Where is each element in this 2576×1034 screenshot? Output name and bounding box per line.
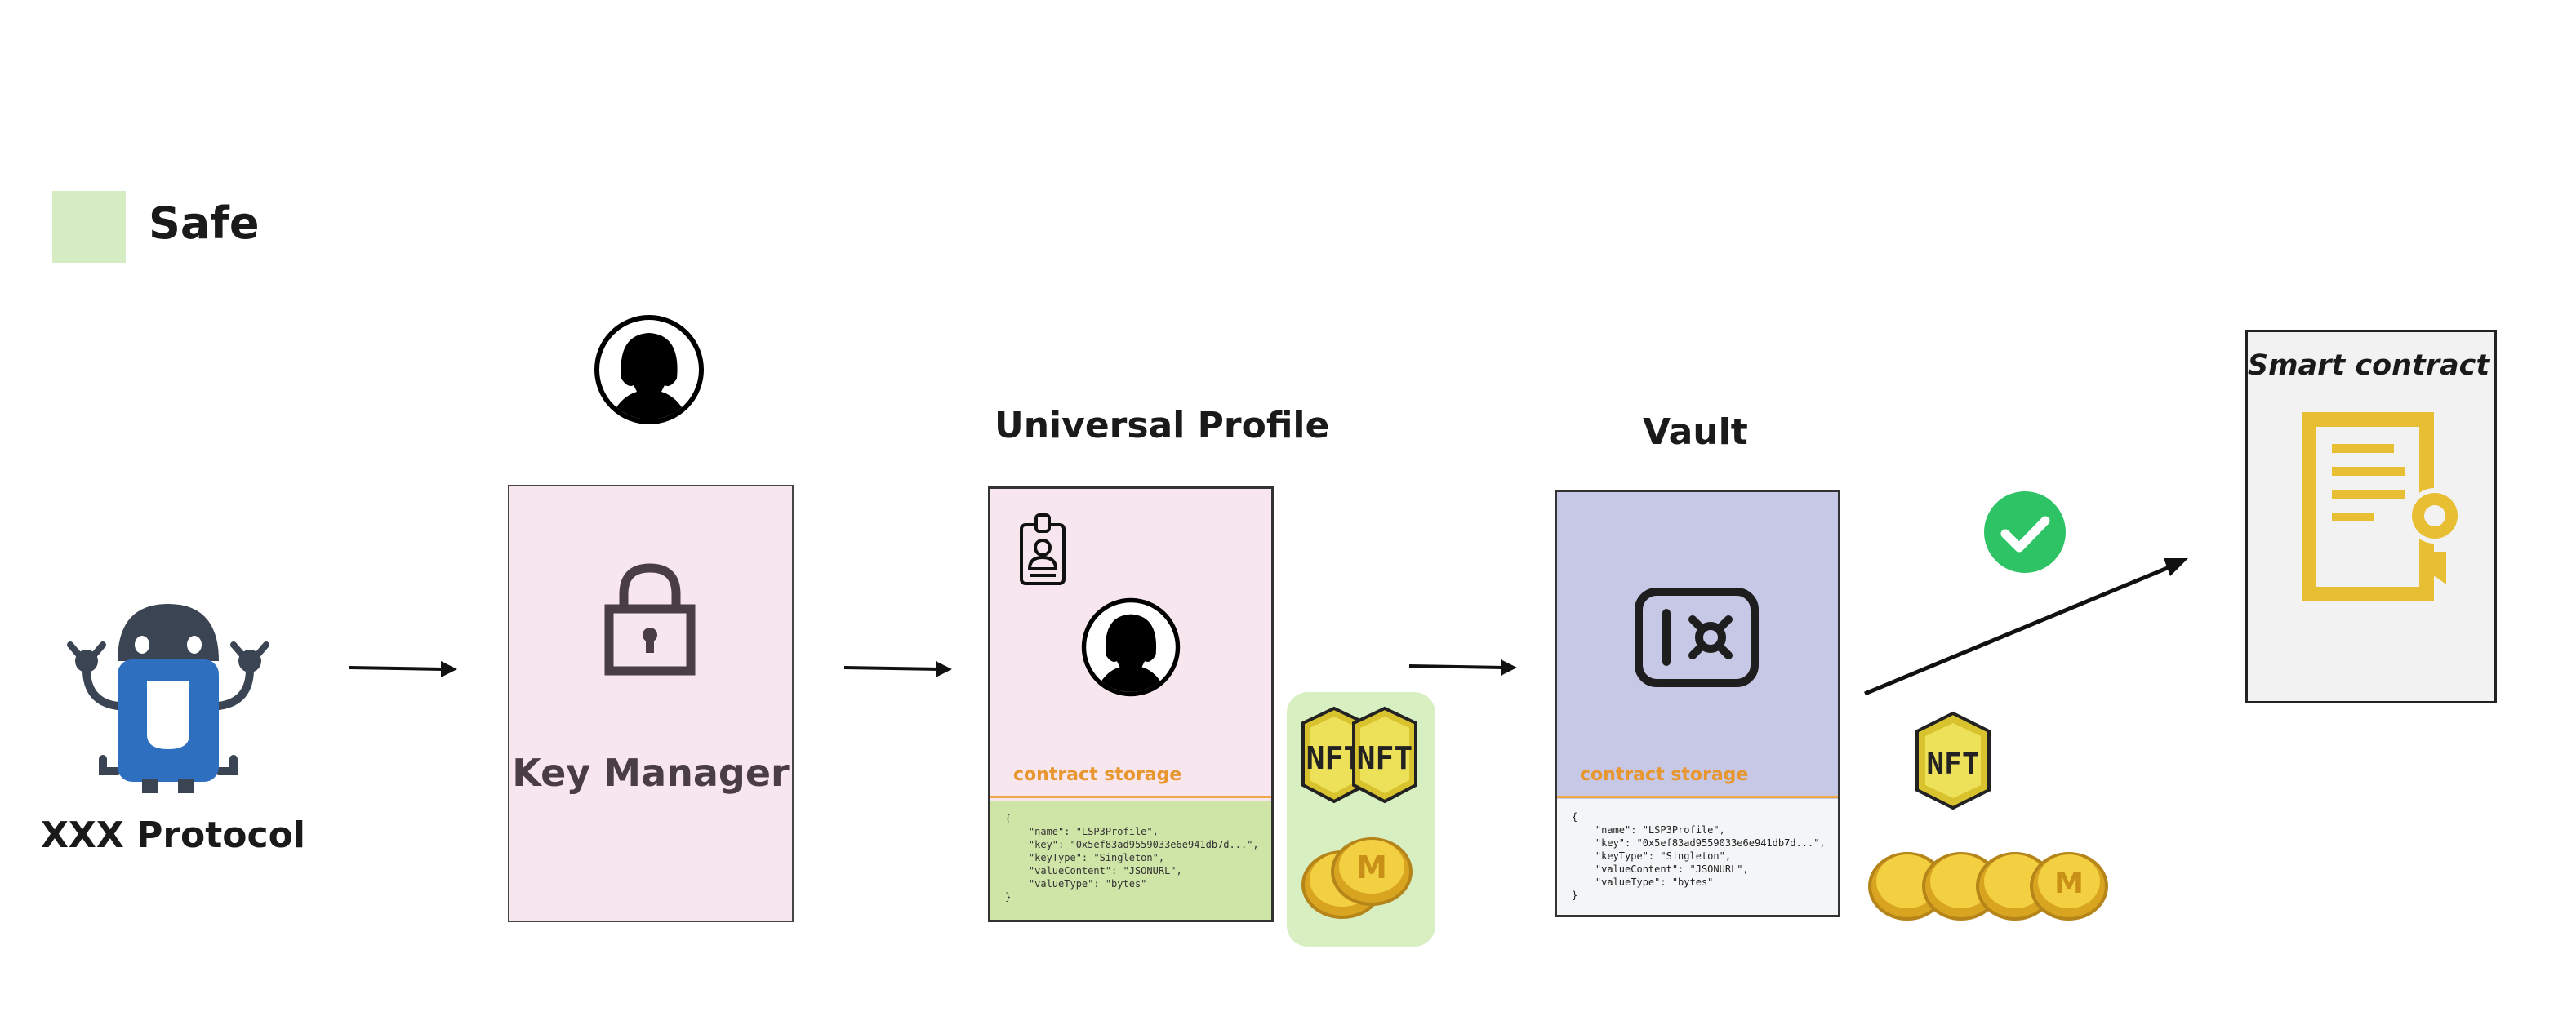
coin-icon: M: [1301, 837, 1413, 919]
storage-divider: [1557, 796, 1838, 798]
nft-token-icon: NFT NFT: [1301, 706, 1417, 804]
storage-divider: [990, 796, 1271, 798]
legend-swatch-safe: [52, 191, 126, 263]
id-badge-icon: [1020, 513, 1066, 585]
svg-text:NFT: NFT: [1357, 740, 1413, 776]
nft-token-icon: NFT: [1915, 711, 1991, 810]
padlock-icon: [604, 563, 696, 676]
arrow-profile-to-vault: [1408, 659, 1517, 676]
check-circle-icon: [1984, 491, 2066, 573]
robot-icon: [67, 604, 269, 793]
universal-profile-box: contract storage { "name": "LSP3Profile"…: [988, 486, 1274, 922]
user-icon: [594, 315, 704, 424]
coin-icon: M: [1868, 852, 2108, 921]
robot-label: XXX Protocol: [41, 814, 305, 856]
universal-profile-title: Universal Profile: [994, 405, 1330, 446]
legend-label: Safe: [149, 197, 260, 249]
arrow-keymanager-to-profile: [843, 661, 952, 677]
key-manager-label: Key Manager: [512, 751, 790, 795]
arrow-vault-to-contract: [1864, 558, 2188, 696]
user-icon: [1081, 597, 1181, 697]
storage-label: contract storage: [1013, 765, 1182, 785]
svg-text:M: M: [2054, 867, 2084, 900]
vault-safe-icon: [1635, 588, 1759, 687]
vault-box: contract storage { "name": "LSP3Profile"…: [1555, 490, 1840, 917]
storage-label: contract storage: [1580, 765, 1749, 785]
vault-title: Vault: [1643, 411, 1748, 453]
storage-code: { "name": "LSP3Profile", "key": "0x5ef83…: [1557, 799, 1838, 915]
smart-contract-label: Smart contract: [2247, 349, 2490, 382]
storage-code: { "name": "LSP3Profile", "key": "0x5ef83…: [990, 801, 1271, 920]
key-manager-box: [508, 485, 794, 922]
svg-text:NFT: NFT: [1926, 748, 1979, 781]
svg-text:M: M: [1356, 850, 1387, 885]
certificate-icon: [2302, 412, 2463, 601]
arrow-robot-to-keymanager: [349, 661, 457, 677]
